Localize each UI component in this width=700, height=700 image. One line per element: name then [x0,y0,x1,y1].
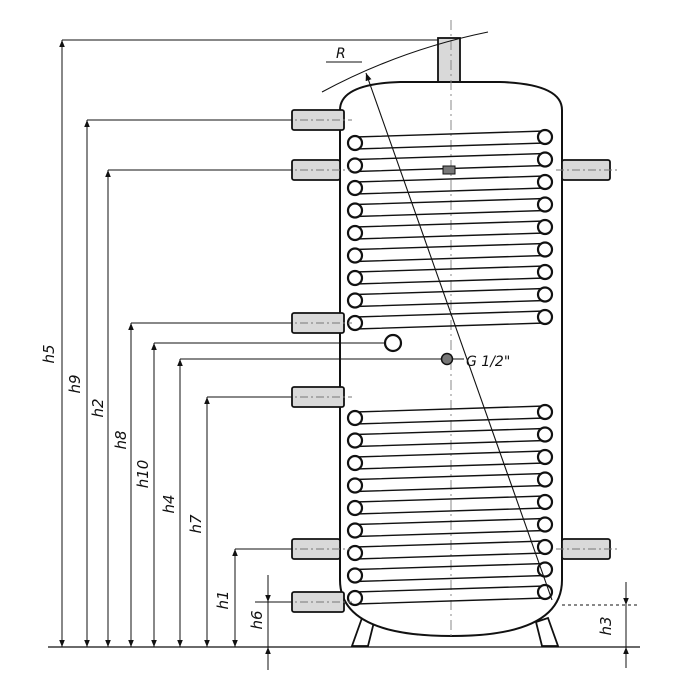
upper-coil-right-tube-8 [536,286,554,303]
dimension-labels: h5 h9 h2 h8 h10 h4 h7 h1 h6 h3 [40,344,615,635]
label-h8: h8 [112,430,130,449]
lower-heating-coil [346,403,554,607]
lower-coil-turn-7 [354,540,546,560]
lower-coil-right-tube-2 [536,426,554,443]
label-h7: h7 [187,514,205,534]
upper-coil-turn-5 [354,220,546,240]
lower-coil-right-tube-8 [536,561,554,578]
lower-coil-right-tube-4 [536,471,554,488]
lower-coil-left-tube-3 [346,454,364,472]
sensor-label: G 1/2" [466,354,510,370]
lower-coil-left-tube-7 [346,544,364,562]
upper-coil-right-tube-2 [536,151,554,168]
lower-coil-left-tube-1 [346,409,364,427]
upper-coil-turn-3 [354,175,546,195]
label-h9: h9 [66,374,84,393]
label-h5: h5 [40,344,58,363]
lower-coil-right-tube-3 [536,448,554,466]
upper-coil-turn-8 [354,287,546,308]
side-port [383,333,403,353]
lower-coil-left-tube-2 [346,432,364,449]
right-leg [534,616,560,647]
upper-coil-right-tube-5 [536,218,554,236]
sensor-port [440,352,454,366]
lower-coil-turn-8 [354,562,546,583]
label-h3: h3 [597,616,615,635]
radius-label: R [336,46,346,62]
lower-coil-turn-4 [354,472,546,493]
lower-coil-right-tube-9 [536,583,554,601]
upper-coil-right-tube-4 [536,196,554,213]
lower-coil-right-tube-1 [536,403,554,421]
upper-coil-turn-1 [354,130,546,150]
upper-coil-turn-7 [354,265,546,285]
lower-coil-turn-2 [354,427,546,448]
upper-coil-left-tube-7 [346,269,364,287]
upper-coil-turn-4 [354,197,546,218]
lower-coil-turn-9 [354,585,546,605]
radius-arc [321,31,489,93]
lower-coil-right-tube-7 [536,538,554,556]
label-h1: h1 [214,590,232,609]
lower-coil-left-tube-9 [346,589,364,607]
label-h6: h6 [248,610,266,629]
upper-coil-left-tube-5 [346,224,364,242]
upper-coil-left-tube-3 [346,179,364,197]
lower-coil-turn-1 [354,405,546,425]
lower-coil-left-tube-4 [346,477,364,494]
upper-coil-turn-9 [354,310,546,330]
upper-heating-coil [346,128,554,332]
upper-coil-left-tube-6 [346,247,364,264]
upper-coil-right-tube-6 [536,241,554,258]
pipe-centerlines [284,119,618,603]
lower-coil-right-tube-6 [536,516,554,533]
lower-coil-turn-3 [354,450,546,470]
lower-coil-right-tube-5 [536,493,554,511]
bottom-small-dims [255,601,640,606]
tank-legs [350,616,560,647]
upper-coil-right-tube-7 [536,263,554,281]
right-pipe-h1 [561,538,611,560]
lower-coil-left-tube-5 [346,499,364,517]
upper-coil-right-tube-1 [536,128,554,146]
label-h10: h10 [134,460,152,489]
upper-coil-left-tube-1 [346,134,364,152]
label-h2: h2 [89,398,107,417]
upper-coil-left-tube-2 [346,157,364,174]
top-outlet-pipe [437,37,461,85]
upper-coil-right-tube-9 [536,308,554,326]
upper-coil-turn-6 [354,242,546,263]
lower-coil-left-tube-8 [346,567,364,584]
lower-coil-turn-6 [354,517,546,538]
upper-coil-left-tube-8 [346,292,364,309]
lower-coil-left-tube-6 [346,522,364,539]
lower-coil-turn-5 [354,495,546,515]
upper-coil-right-tube-3 [536,173,554,191]
height-dimensions [59,39,629,670]
upper-coil-left-tube-4 [346,202,364,219]
label-h4: h4 [160,494,178,513]
right-pipe-h2 [561,159,611,181]
upper-sensor-port [442,165,456,175]
tilt-diagonal-line [365,72,553,601]
